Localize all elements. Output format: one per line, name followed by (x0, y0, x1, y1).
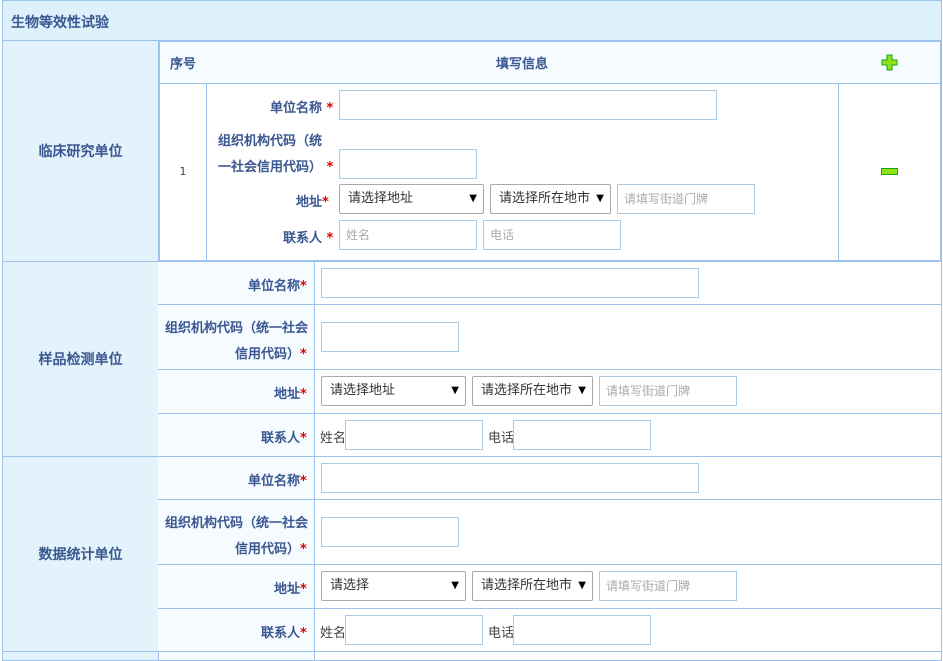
clinical-table: 序号 填写信息 1 单位名称 * 组织机构代码（统 一社会信用代码） * 地址*… (158, 40, 942, 262)
unit-name-label: 单位名称 (248, 279, 301, 294)
required-mark: * (300, 542, 307, 557)
required-mark: * (300, 387, 307, 402)
province-value: 请选择地址 (330, 383, 396, 398)
row-index: 1 (179, 165, 187, 178)
chevron-down-icon: ▼ (578, 580, 586, 591)
required-mark: * (300, 582, 307, 597)
required-mark: * (300, 279, 307, 294)
contact-name-input[interactable] (345, 615, 483, 645)
city-select[interactable]: 请选择所在地市 ▼ (472, 376, 593, 406)
data-statistics-section: 数据统计单位 单位名称* 组织机构代码（统一社会 信用代码）* 地址* 请选择▼… (2, 456, 942, 652)
org-code-label-2: 信用代码） (235, 542, 301, 557)
chevron-down-icon: ▼ (451, 580, 459, 591)
section-label-cell: 样品检测单位 (2, 261, 159, 457)
section-label: 数据统计单位 (38, 547, 123, 563)
clinical-unit-label-cell: 临床研究单位 (2, 40, 159, 262)
contact-name-label: 姓名 (320, 431, 347, 446)
street-input[interactable]: 请填写街道门牌 (599, 571, 737, 601)
label-cell (158, 261, 315, 305)
unit-name-label: 单位名称 (248, 474, 301, 489)
org-code-label-1: 组织机构代码（统 (218, 134, 323, 149)
contact-phone-label: 电话 (488, 431, 515, 446)
required-mark: * (326, 160, 334, 175)
unit-name-label: 单位名称 (270, 101, 323, 116)
header-info-cell: 填写信息 (206, 42, 839, 84)
form-title-bar: 生物等效性试验 (2, 0, 942, 41)
org-code-input[interactable] (321, 322, 459, 352)
unit-name-input[interactable] (321, 463, 699, 493)
contact-label: 联系人 (283, 231, 323, 246)
contact-name-input[interactable] (345, 420, 483, 450)
chevron-down-icon: ▼ (578, 385, 586, 396)
required-mark: * (300, 431, 307, 446)
required-mark: * (326, 231, 334, 246)
contact-phone-label: 电话 (488, 626, 515, 641)
contact-phone-input[interactable]: 电话 (483, 220, 621, 250)
unit-name-input[interactable] (339, 90, 717, 120)
province-select[interactable]: 请选择 ▼ (321, 571, 466, 601)
org-code-label-1: 组织机构代码（统一社会 (165, 321, 309, 336)
city-select[interactable]: 请选择所在地市 ▼ (490, 184, 611, 214)
street-input[interactable]: 请填写街道门牌 (599, 376, 737, 406)
unit-name-input[interactable] (321, 268, 699, 298)
section-label: 样品检测单位 (38, 352, 123, 368)
required-mark: * (300, 474, 307, 489)
header-index: 序号 (169, 57, 196, 72)
city-value: 请选择所在地市 (499, 191, 591, 206)
label-cell (158, 413, 315, 457)
required-mark: * (326, 101, 334, 116)
next-section-stub (2, 651, 159, 661)
org-code-label-2: 一社会信用代码） (218, 160, 323, 175)
label-cell (158, 304, 315, 370)
header-info: 填写信息 (495, 57, 548, 72)
province-value: 请选择 (330, 578, 370, 593)
address-label: 地址 (274, 387, 301, 402)
province-value: 请选择地址 (348, 191, 414, 206)
address-label: 地址 (296, 195, 323, 210)
province-select[interactable]: 请选择地址 ▼ (339, 184, 484, 214)
plus-icon[interactable] (881, 54, 898, 71)
next-section-stub (314, 651, 942, 661)
required-mark: * (300, 347, 307, 362)
contact-name-input[interactable]: 姓名 (339, 220, 477, 250)
required-mark: * (322, 195, 329, 210)
sample-testing-section: 样品检测单位 单位名称* 组织机构代码（统一社会 信用代码）* 地址* 请选择地… (2, 261, 942, 457)
chevron-down-icon: ▼ (451, 385, 459, 396)
street-input[interactable]: 请填写街道门牌 (617, 184, 755, 214)
next-section-stub (158, 651, 315, 661)
row-remove-cell (838, 83, 940, 260)
contact-label: 联系人 (261, 431, 301, 446)
org-code-input[interactable] (339, 149, 477, 179)
contact-phone-input[interactable] (513, 615, 651, 645)
org-code-label-2: 信用代码） (235, 347, 301, 362)
chevron-down-icon: ▼ (596, 193, 604, 204)
contact-name-label: 姓名 (320, 626, 347, 641)
label-cell (158, 564, 315, 609)
row-index-cell: 1 (160, 83, 207, 260)
city-select[interactable]: 请选择所在地市 ▼ (472, 571, 593, 601)
header-index-cell: 序号 (160, 42, 207, 84)
clinical-unit-label: 临床研究单位 (38, 144, 123, 160)
contact-label: 联系人 (261, 626, 301, 641)
minus-icon[interactable] (881, 168, 898, 175)
city-value: 请选择所在地市 (481, 383, 573, 398)
required-mark: * (300, 626, 307, 641)
contact-phone-input[interactable] (513, 420, 651, 450)
form-title: 生物等效性试验 (11, 15, 109, 31)
address-label: 地址 (274, 582, 301, 597)
section-label-cell: 数据统计单位 (2, 456, 159, 652)
city-value: 请选择所在地市 (481, 578, 573, 593)
org-code-label-1: 组织机构代码（统一社会 (165, 516, 309, 531)
province-select[interactable]: 请选择地址 ▼ (321, 376, 466, 406)
org-code-input[interactable] (321, 517, 459, 547)
header-add-cell (838, 42, 940, 84)
label-cell (158, 456, 315, 500)
chevron-down-icon: ▼ (469, 193, 477, 204)
